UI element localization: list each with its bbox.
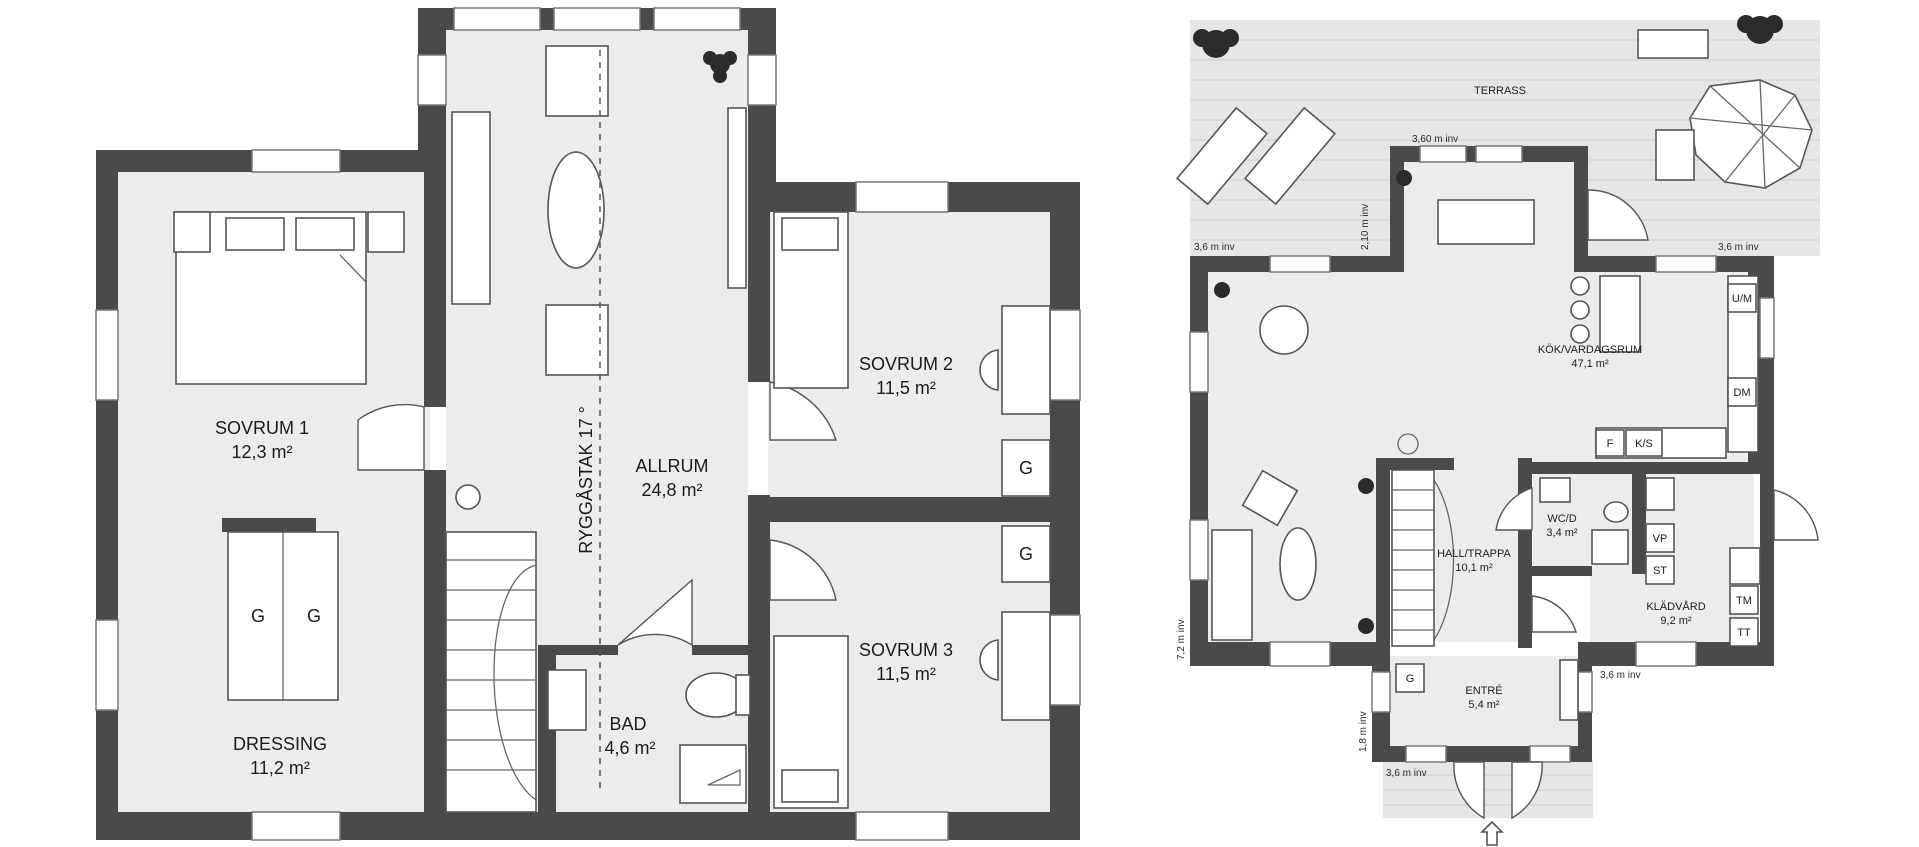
plant-icon	[703, 51, 737, 83]
upper-floor-plan: SOVRUM 1 12,3 m² DRESSING 11,2 m² ALLRUM…	[95, 7, 1081, 841]
appliance-dm: DM	[1733, 387, 1750, 399]
room-name-sovrum-2: SOVRUM 2	[859, 354, 953, 374]
room-area-sovrum-2: 11,5 m²	[876, 378, 936, 398]
dimension-terrace-door: 3,60 m inv	[1412, 134, 1458, 145]
dimension-left-wall: 3,6 m inv	[1194, 242, 1235, 253]
dimension-entry-side: 1,8 m inv	[1358, 711, 1369, 752]
appliance-ks: K/S	[1635, 438, 1653, 450]
room-name-entre: ENTRÉ	[1465, 684, 1502, 697]
room-area-bad: 4,6 m²	[604, 738, 655, 758]
plant-icon	[1193, 15, 1783, 58]
wardrobe-label-sovrum-2: G	[1019, 458, 1033, 478]
ridge-roof-label: RYGGÅSTAK 17 °	[576, 406, 596, 554]
appliance-tt: TT	[1737, 627, 1751, 639]
appliance-st: ST	[1653, 565, 1667, 577]
appliance-g: G	[1406, 673, 1415, 685]
room-name-terrass: TERRASS	[1474, 85, 1526, 97]
wardrobe-label-left: G	[251, 606, 265, 626]
appliance-tm: TM	[1736, 595, 1752, 607]
room-area-allrum: 24,8 m²	[641, 480, 702, 500]
room-area-kok-vardagsrum: 47,1 m²	[1571, 358, 1609, 370]
appliance-vp: VP	[1653, 533, 1668, 545]
room-name-sovrum-3: SOVRUM 3	[859, 640, 953, 660]
room-area-sovrum-3: 11,5 m²	[876, 664, 936, 684]
dimension-terrace-height: 2,10 m inv	[1360, 204, 1371, 250]
room-area-dressing: 11,2 m²	[250, 758, 310, 778]
ground-floor-plan: TERRASS KÖK/VARDAGSRUM 47,1 m² HALL/TRAP…	[1175, 15, 1820, 846]
wardrobe-label-sovrum-3: G	[1019, 544, 1033, 564]
room-name-dressing: DRESSING	[233, 734, 327, 754]
room-name-sovrum-1: SOVRUM 1	[215, 418, 309, 438]
dimension-laundry-side: 3,6 m inv	[1600, 670, 1641, 681]
dimension-right-wall: 3,6 m inv	[1718, 242, 1759, 253]
room-name-hall-trappa: HALL/TRAPPA	[1437, 548, 1511, 560]
dimension-left-side: 7,2 m inv	[1176, 619, 1187, 660]
appliance-f: F	[1607, 438, 1614, 450]
room-name-allrum: ALLRUM	[635, 456, 708, 476]
dimension-entry-bottom: 3,6 m inv	[1386, 768, 1427, 779]
room-name-bad: BAD	[609, 714, 646, 734]
room-name-kok-vardagsrum: KÖK/VARDAGSRUM	[1538, 344, 1642, 356]
wardrobe-label-right: G	[307, 606, 321, 626]
room-name-kladvard: KLÄDVÅRD	[1646, 600, 1705, 613]
appliance-um: U/M	[1732, 293, 1752, 305]
room-area-sovrum-1: 12,3 m²	[231, 442, 292, 462]
room-area-kladvard: 9,2 m²	[1660, 615, 1692, 627]
room-name-wc-d: WC/D	[1547, 513, 1576, 525]
room-area-entre: 5,4 m²	[1468, 699, 1500, 711]
plant-icon	[1214, 170, 1412, 634]
room-area-wc-d: 3,4 m²	[1546, 527, 1578, 539]
room-area-hall-trappa: 10,1 m²	[1455, 562, 1493, 574]
